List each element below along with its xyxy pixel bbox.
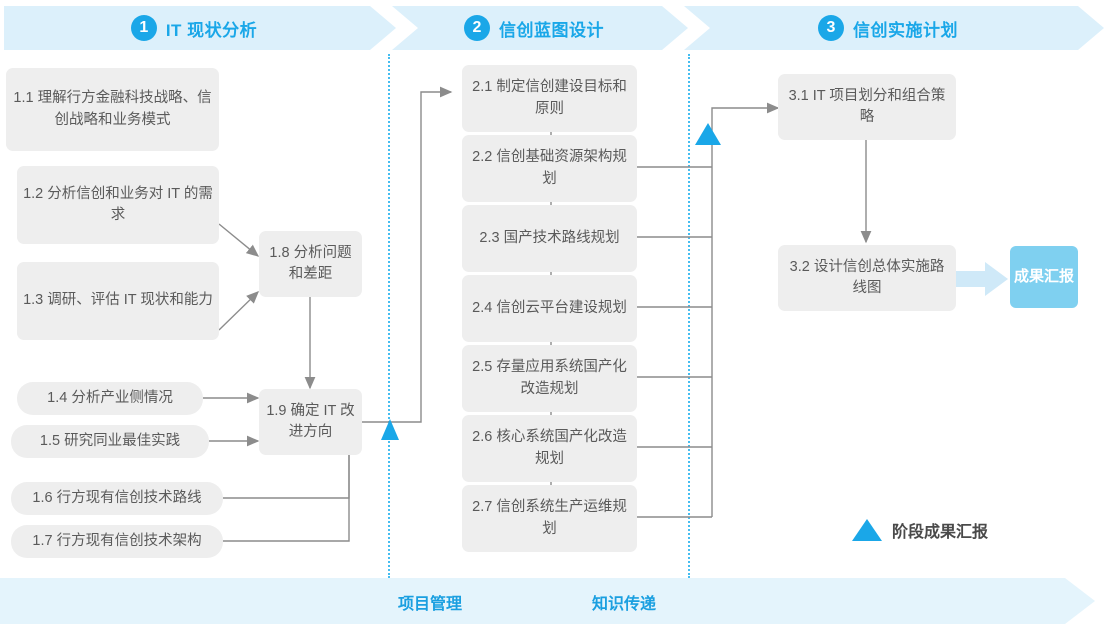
task-box-2-5[interactable]: 2.5 存量应用系统国产化改造规划: [462, 345, 637, 412]
task-box-1-6[interactable]: 1.6 行方现有信创技术路线: [11, 482, 223, 515]
task-box-2-6[interactable]: 2.6 核心系统国产化改造规划: [462, 415, 637, 482]
column-divider-left: [388, 54, 390, 578]
phase-label-1: IT 现状分析: [165, 20, 258, 40]
task-box-2-4[interactable]: 2.4 信创云平台建设规划: [462, 275, 637, 342]
phase-number-1: 1: [131, 15, 157, 41]
task-box-2-3[interactable]: 2.3 国产技术路线规划: [462, 205, 637, 272]
phase-header-1: 1 IT 现状分析: [4, 6, 396, 50]
result-arrow-icon: [955, 262, 1008, 296]
task-box-2-7[interactable]: 2.7 信创系统生产运维规划: [462, 485, 637, 552]
phase-header-2: 2 信创蓝图设计: [392, 6, 688, 50]
task-box-1-5[interactable]: 1.5 研究同业最佳实践: [11, 425, 209, 458]
task-box-1-1[interactable]: 1.1 理解行方金融科技战略、信创战略和业务模式: [6, 68, 219, 151]
phase-label-3: 信创实施计划: [853, 20, 958, 40]
bottom-label-project-management: 项目管理: [398, 596, 463, 613]
column-divider-right: [688, 54, 690, 578]
legend: 阶段成果汇报: [852, 518, 988, 542]
task-box-1-8[interactable]: 1.8 分析问题和差距: [259, 231, 362, 297]
task-box-3-1[interactable]: 3.1 IT 项目划分和组合策略: [778, 74, 956, 140]
phase-label-2: 信创蓝图设计: [499, 20, 604, 40]
milestone-triangle-phase2: [695, 123, 721, 145]
legend-label: 阶段成果汇报: [892, 524, 989, 541]
task-box-3-2[interactable]: 3.2 设计信创总体实施路线图: [778, 245, 956, 311]
task-box-2-2[interactable]: 2.2 信创基础资源架构规划: [462, 135, 637, 202]
task-box-2-1[interactable]: 2.1 制定信创建设目标和原则: [462, 65, 637, 132]
task-box-1-4[interactable]: 1.4 分析产业侧情况: [17, 382, 203, 415]
phase-header-3: 3 信创实施计划: [684, 6, 1104, 50]
task-box-1-7[interactable]: 1.7 行方现有信创技术架构: [11, 525, 223, 558]
phase-number-3: 3: [818, 15, 844, 41]
task-box-1-2[interactable]: 1.2 分析信创和业务对 IT 的需求: [17, 166, 219, 244]
result-report-box[interactable]: 成果汇报: [1010, 246, 1078, 308]
bottom-band: [0, 578, 1095, 624]
milestone-triangle-icon: [852, 519, 882, 541]
bottom-label-knowledge-transfer: 知识传递: [592, 596, 657, 613]
milestone-triangle-phase1: [381, 419, 399, 440]
task-box-1-3[interactable]: 1.3 调研、评估 IT 现状和能力: [17, 262, 219, 340]
phase-number-2: 2: [464, 15, 490, 41]
task-box-1-9[interactable]: 1.9 确定 IT 改进方向: [259, 389, 362, 455]
